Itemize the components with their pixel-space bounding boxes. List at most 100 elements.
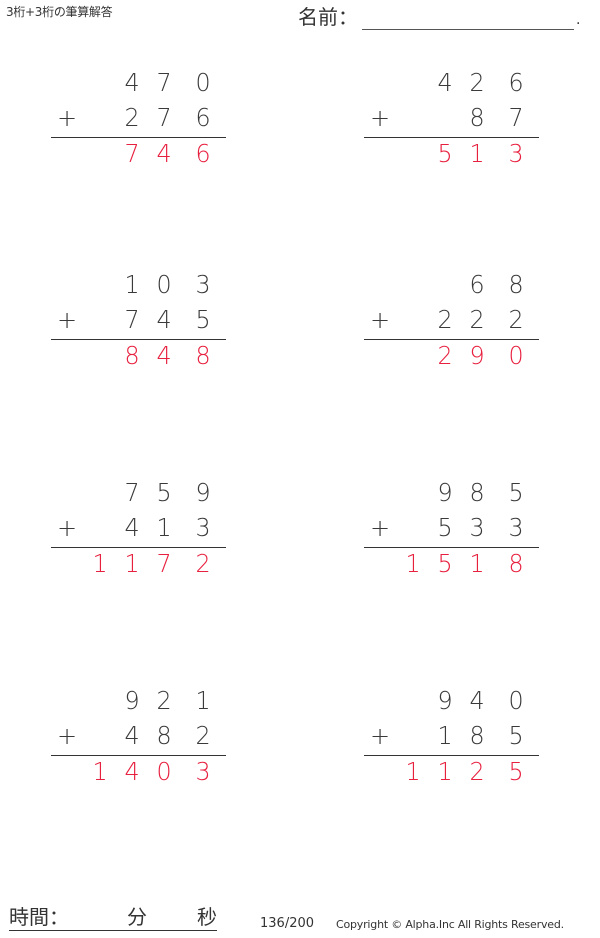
digit: 4 xyxy=(469,686,485,715)
digit: 9 xyxy=(437,686,453,715)
digit: 8 xyxy=(469,103,485,132)
digit: 6 xyxy=(195,103,211,132)
answer-digit: 9 xyxy=(469,341,485,370)
digit: 2 xyxy=(508,305,524,334)
digit: 9 xyxy=(195,478,211,507)
answer-digit: 1 xyxy=(124,549,140,578)
answer-digit: 4 xyxy=(156,341,172,370)
answer-digit: 1 xyxy=(405,757,421,786)
digit: 3 xyxy=(508,513,524,542)
digit: 2 xyxy=(195,721,211,750)
digit: 5 xyxy=(195,305,211,334)
digit: 2 xyxy=(469,68,485,97)
digit: 1 xyxy=(124,270,140,299)
sum-line xyxy=(364,137,539,138)
answer-digit: 1 xyxy=(92,757,108,786)
copyright-text: Copyright © Alpha.Inc All Rights Reserve… xyxy=(336,918,564,931)
sum-line xyxy=(364,339,539,340)
answer-digit: 2 xyxy=(437,341,453,370)
answer-digit: 5 xyxy=(437,139,453,168)
sum-line xyxy=(51,339,226,340)
answer-digit: 5 xyxy=(508,757,524,786)
digit: 1 xyxy=(195,686,211,715)
answer-digit: 1 xyxy=(92,549,108,578)
worksheet-title: 3桁+3桁の筆算解答 xyxy=(6,5,113,19)
digit: 5 xyxy=(156,478,172,507)
digit: 9 xyxy=(124,686,140,715)
plus-sign: + xyxy=(369,104,391,132)
digit: 5 xyxy=(508,721,524,750)
digit: 0 xyxy=(156,270,172,299)
digit: 6 xyxy=(469,270,485,299)
digit: 3 xyxy=(469,513,485,542)
digit: 0 xyxy=(508,686,524,715)
sum-line xyxy=(364,547,539,548)
answer-digit: 8 xyxy=(195,341,211,370)
name-field: 名前： . xyxy=(298,4,580,30)
answer-digit: 0 xyxy=(508,341,524,370)
digit: 7 xyxy=(156,103,172,132)
digit: 2 xyxy=(469,305,485,334)
digit: 7 xyxy=(124,305,140,334)
digit: 2 xyxy=(156,686,172,715)
plus-sign: + xyxy=(369,514,391,542)
digit: 9 xyxy=(437,478,453,507)
name-end-dot: . xyxy=(576,12,581,28)
plus-sign: + xyxy=(56,514,78,542)
digit: 8 xyxy=(469,721,485,750)
digit: 1 xyxy=(156,513,172,542)
digit: 8 xyxy=(469,478,485,507)
page-number: 136/200 xyxy=(260,916,315,931)
plus-sign: + xyxy=(369,306,391,334)
answer-digit: 6 xyxy=(195,139,211,168)
digit: 4 xyxy=(156,305,172,334)
digit: 7 xyxy=(156,68,172,97)
answer-digit: 7 xyxy=(124,139,140,168)
answer-digit: 4 xyxy=(124,757,140,786)
answer-digit: 0 xyxy=(156,757,172,786)
digit: 7 xyxy=(124,478,140,507)
answer-digit: 1 xyxy=(469,139,485,168)
sum-line xyxy=(51,547,226,548)
digit: 1 xyxy=(437,721,453,750)
answer-digit: 8 xyxy=(508,549,524,578)
name-label: 名前： xyxy=(298,5,358,29)
answer-digit: 1 xyxy=(437,757,453,786)
answer-digit: 7 xyxy=(156,549,172,578)
time-label: 時間： xyxy=(9,905,69,929)
digit: 3 xyxy=(195,513,211,542)
digit: 4 xyxy=(124,68,140,97)
digit: 4 xyxy=(124,721,140,750)
digit: 2 xyxy=(437,305,453,334)
answer-digit: 1 xyxy=(469,549,485,578)
name-blank-line xyxy=(362,7,574,30)
plus-sign: + xyxy=(369,722,391,750)
answer-digit: 4 xyxy=(156,139,172,168)
digit: 8 xyxy=(156,721,172,750)
digit: 3 xyxy=(195,270,211,299)
sum-line xyxy=(51,137,226,138)
digit: 8 xyxy=(508,270,524,299)
